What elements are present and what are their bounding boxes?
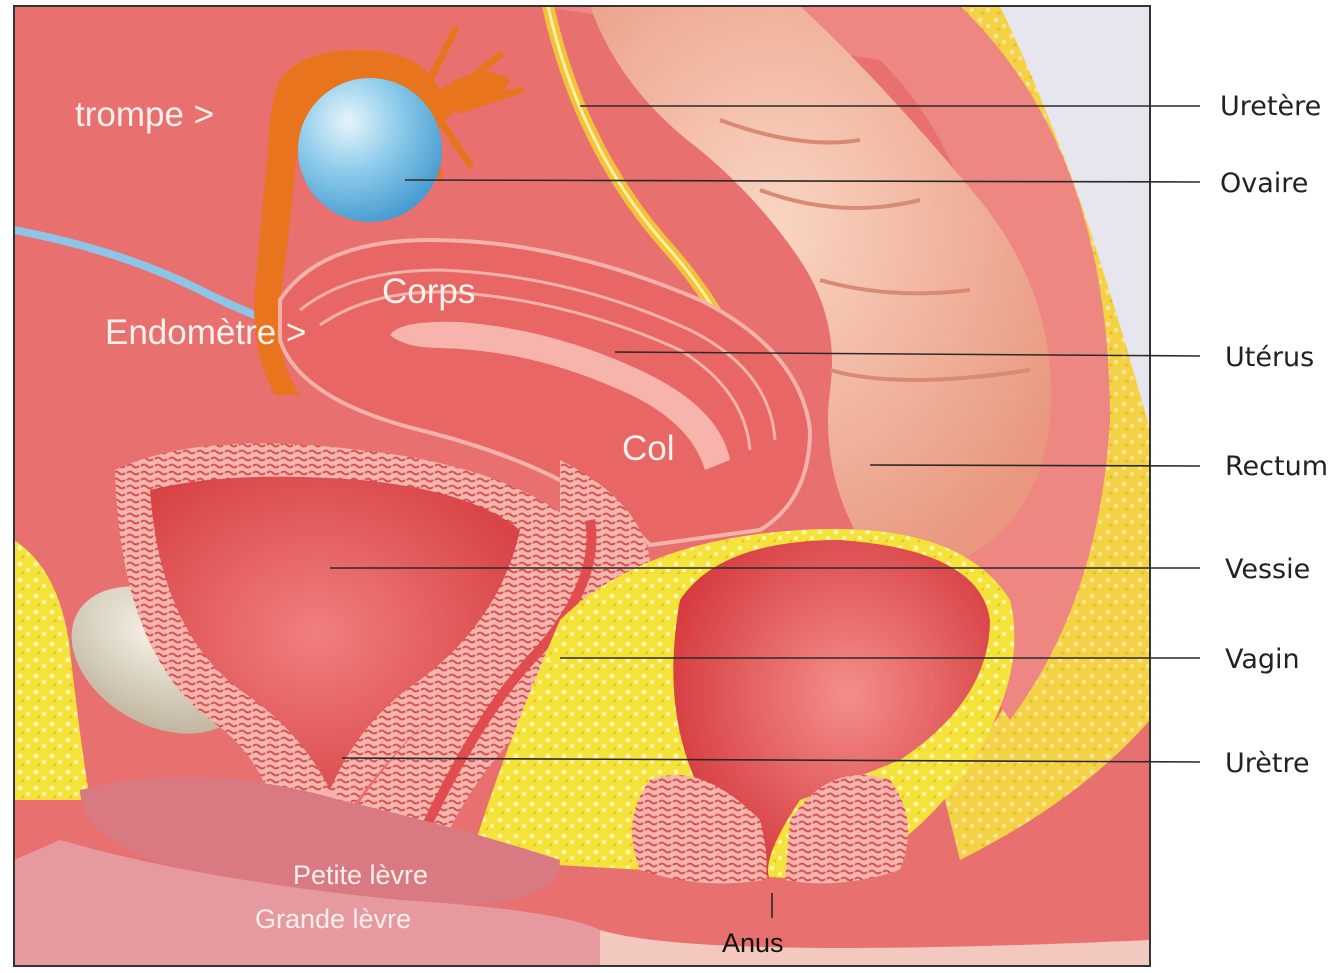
label-grande-levre: Grande lèvre bbox=[255, 904, 411, 934]
label-ovaire: Ovaire bbox=[1220, 168, 1308, 199]
leader-rectum bbox=[870, 465, 1200, 466]
label-col: Col bbox=[622, 429, 675, 468]
ovary bbox=[298, 78, 442, 222]
label-vessie: Vessie bbox=[1225, 554, 1310, 585]
label-endometre: Endomètre > bbox=[105, 313, 306, 352]
label-corps: Corps bbox=[382, 272, 475, 311]
label-anus: Anus bbox=[722, 928, 784, 958]
label-rectum: Rectum bbox=[1225, 451, 1328, 482]
label-uretre: Urètre bbox=[1225, 748, 1310, 779]
label-uterus: Utérus bbox=[1225, 342, 1314, 373]
label-vagin: Vagin bbox=[1225, 644, 1300, 675]
label-uretere: Uretère bbox=[1220, 91, 1321, 122]
label-trompe: trompe > bbox=[75, 95, 214, 134]
label-petite-levre: Petite lèvre bbox=[293, 860, 428, 890]
